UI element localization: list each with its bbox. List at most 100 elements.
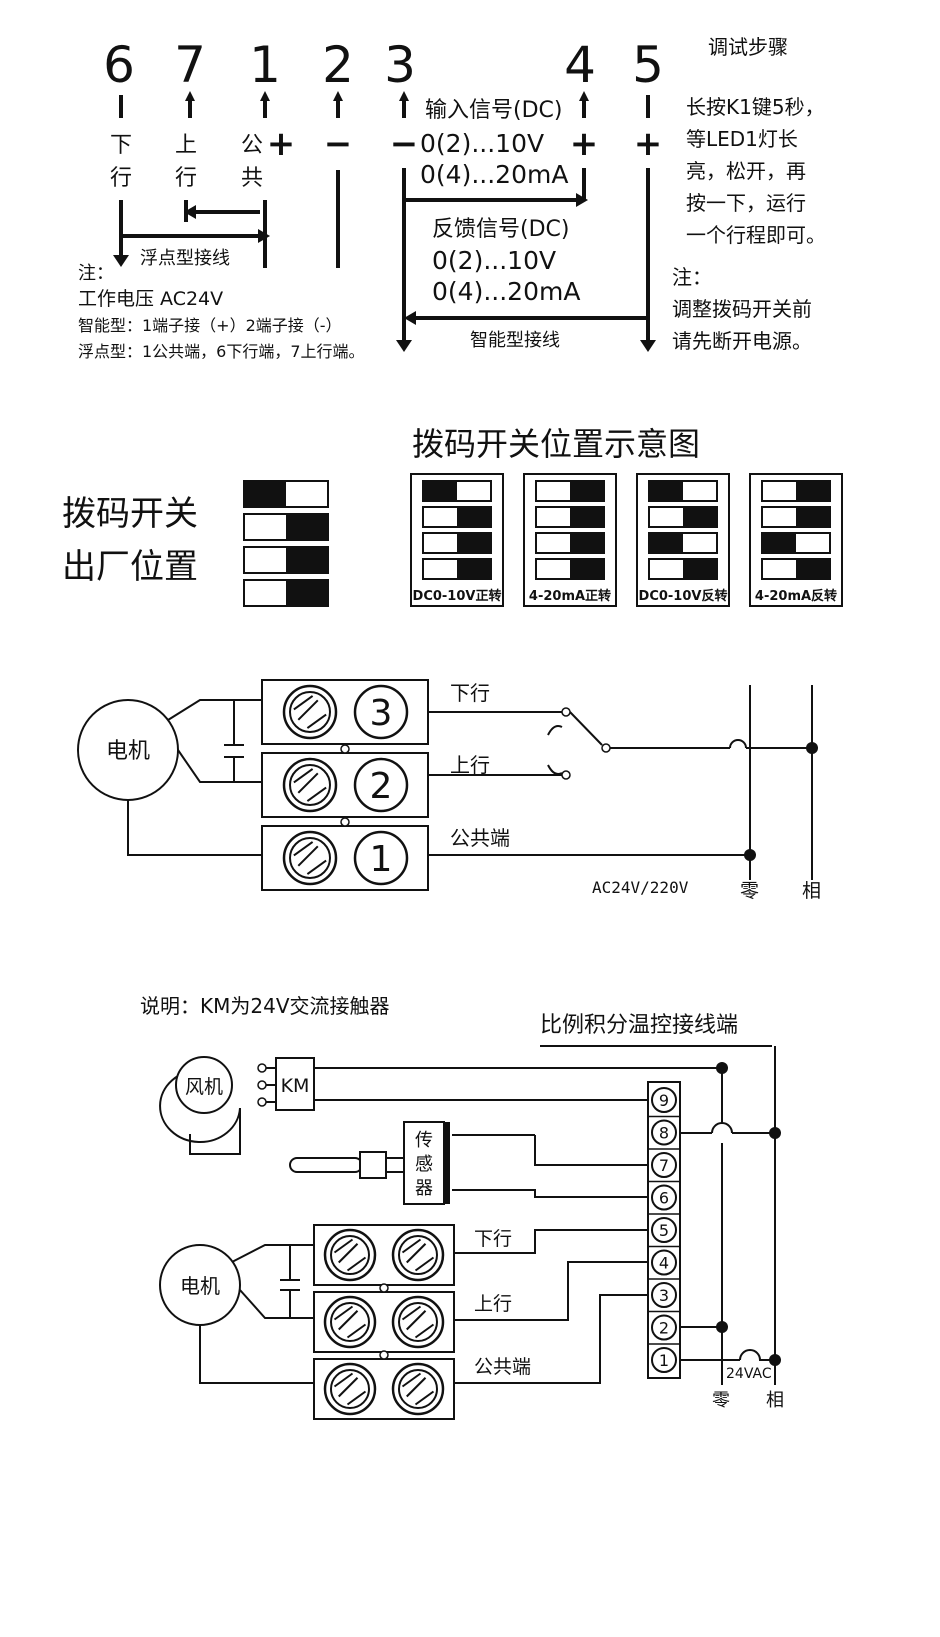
wiring-diagram-2: 说明：KM为24V交流接触器 比例积分温控接线端 风机 KM 传 感 器 电机 (140, 994, 784, 1420)
svg-text:8: 8 (659, 1124, 669, 1143)
col6-char1: 下 (110, 133, 132, 158)
svg-text:4: 4 (659, 1254, 669, 1273)
sensor-char-1: 传 (415, 1130, 433, 1151)
dip-box-4: 4-20mA反转 (749, 473, 843, 607)
terminal-number-4: 4 (564, 36, 596, 94)
factory-dip-slot-1 (243, 480, 329, 508)
col7-char2: 行 (175, 166, 197, 191)
input-signal-current: 0(4)...20mA (420, 160, 568, 189)
terminal-1-label: 1 (370, 839, 393, 880)
controller-terminal-3: 3 (648, 1278, 680, 1308)
left-note-heading: 注： (78, 263, 114, 284)
smart-wiring-label: 智能型接线 (470, 330, 560, 351)
km-label: KM (281, 1075, 310, 1097)
terminal-number-1: 1 (249, 36, 281, 94)
dip-box-3-slot-1 (648, 480, 718, 502)
dip-box-4-label: 4-20mA反转 (755, 588, 837, 604)
feedback-signal-title: 反馈信号(DC) (432, 217, 569, 242)
dip-heading: 拨码开关位置示意图 (412, 425, 700, 463)
terminal-number-7: 7 (174, 36, 206, 94)
debug-line-2: 等LED1灯长 (686, 127, 798, 151)
dip-box-1-slot-4 (422, 558, 492, 580)
dip-box-1-slot-2 (422, 506, 492, 528)
signal-labels: 输入信号(DC) 0(2)...10V 0(4)...20mA 反馈信号(DC)… (420, 98, 580, 306)
plus-sign-1: + (267, 124, 296, 164)
dip-box-2: 4-20mA正转 (523, 473, 617, 607)
input-signal-voltage: 0(2)...10V (420, 129, 544, 158)
right-note-heading: 注： (672, 265, 712, 289)
w1-screw-3 (282, 830, 338, 886)
float-wiring-label: 浮点型接线 (140, 248, 230, 269)
w1-zero-label: 零 (740, 880, 759, 902)
w1-screw-1 (282, 684, 338, 740)
dip-box-2-slot-2 (535, 506, 605, 528)
top-wiring-lines (119, 168, 650, 345)
top-arrowheads (113, 193, 656, 352)
controller-terminal-1: 1 (648, 1343, 680, 1373)
left-note-float: 浮点型：1公共端，6下行端，7上行端。 (78, 342, 365, 361)
controller-terminal-5: 5 (648, 1213, 680, 1243)
dip-box-1-slot-1 (422, 480, 492, 502)
dip-box-4-slot-1 (761, 480, 831, 502)
supply-voltage-label: AC24V/220V (592, 878, 689, 897)
dip-box-4-slot-4 (761, 558, 831, 580)
col6-char2: 行 (110, 166, 132, 191)
debug-line-5: 一个行程即可。 (686, 223, 826, 247)
minus-sign-2: − (324, 124, 353, 164)
terminal-number-2: 2 (322, 36, 354, 94)
w2-phase-label: 相 (766, 1390, 784, 1411)
left-note-voltage: 工作电压 AC24V (78, 288, 223, 310)
w2-screw-left-1 (323, 1228, 377, 1282)
controller-terminal-9: 9 (651, 1087, 677, 1113)
sensor-char-2: 感 (415, 1154, 433, 1175)
w2-up-label: 上行 (474, 1293, 512, 1315)
polarity-signs: + − − + + (267, 124, 663, 164)
w2-screw-left-2 (323, 1295, 377, 1349)
debug-line-1: 长按K1键5秒， (686, 95, 825, 119)
dip-box-4-slot-3 (761, 532, 831, 554)
dip-box-4-slot-2 (761, 506, 831, 528)
motor-label-1: 电机 (106, 739, 150, 764)
w2-zero-label: 零 (712, 1390, 730, 1411)
col7-char1: 上 (175, 133, 197, 158)
w1-screw-2 (282, 757, 338, 813)
factory-dip-slot-2 (243, 513, 329, 541)
terminal-function-labels: 下 行 上 行 公 共 (110, 133, 263, 191)
svg-text:2: 2 (659, 1319, 669, 1338)
wiring-diagram-1: 电机 3 2 1 (77, 679, 821, 902)
controller-terminal-4: 4 (648, 1245, 680, 1276)
svg-text:7: 7 (659, 1156, 669, 1175)
w1-up-label: 上行 (450, 753, 490, 777)
controller-title: 比例积分温控接线端 (540, 1013, 738, 1038)
dip-box-1-label: DC0-10V正转 (413, 588, 502, 604)
plus-sign-4: + (570, 124, 599, 164)
terminal-2-label: 2 (370, 766, 393, 807)
w2-screw-right-3 (391, 1362, 445, 1416)
terminal-number-6: 6 (103, 36, 135, 94)
right-note-line-1: 调整拨码开关前 (672, 297, 812, 321)
w1-common-label: 公共端 (450, 826, 510, 850)
controller-terminal-6: 6 (648, 1180, 680, 1211)
col1-char1: 公 (241, 133, 263, 158)
feedback-signal-current: 0(4)...20mA (432, 277, 580, 306)
input-signal-title: 输入信号(DC) (425, 98, 562, 123)
minus-sign-3: − (390, 124, 419, 164)
right-note-line-2: 请先断开电源。 (672, 329, 812, 353)
controller-terminal-7: 7 (648, 1148, 680, 1178)
svg-text:6: 6 (659, 1189, 669, 1208)
w2-24vac-label: 24VAC (726, 1366, 772, 1382)
w1-phase-label: 相 (802, 880, 821, 902)
debug-steps: 调试步骤 长按K1键5秒， 等LED1灯长 亮，松开，再 按一下，运行 一个行程… (672, 35, 826, 353)
motor-label-2: 电机 (180, 1274, 220, 1298)
dip-box-1-slot-3 (422, 532, 492, 554)
svg-text:9: 9 (659, 1091, 669, 1110)
plus-sign-5: + (634, 124, 663, 164)
factory-label-1: 拨码开关 (62, 494, 198, 534)
col1-char2: 共 (241, 166, 263, 191)
factory-dip-slot-3 (243, 546, 329, 574)
dip-box-2-slot-1 (535, 480, 605, 502)
dip-box-2-slot-4 (535, 558, 605, 580)
terminal-markers (119, 91, 650, 118)
